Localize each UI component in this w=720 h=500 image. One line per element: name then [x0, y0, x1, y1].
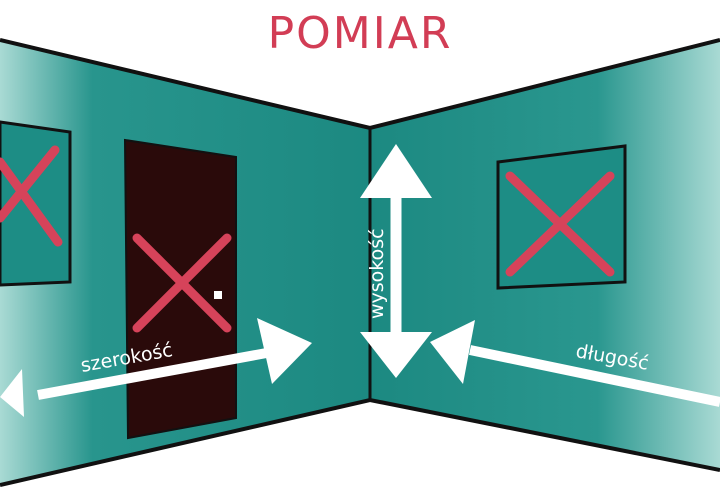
right-window — [496, 144, 627, 290]
door — [123, 138, 237, 440]
height-arrow — [360, 144, 432, 378]
width-arrow — [0, 318, 312, 417]
length-arrow — [430, 320, 720, 407]
height-label: wysokość — [366, 228, 388, 319]
left-window — [0, 120, 72, 287]
page-title: POMIAR — [267, 8, 453, 59]
door-handle — [214, 291, 222, 299]
